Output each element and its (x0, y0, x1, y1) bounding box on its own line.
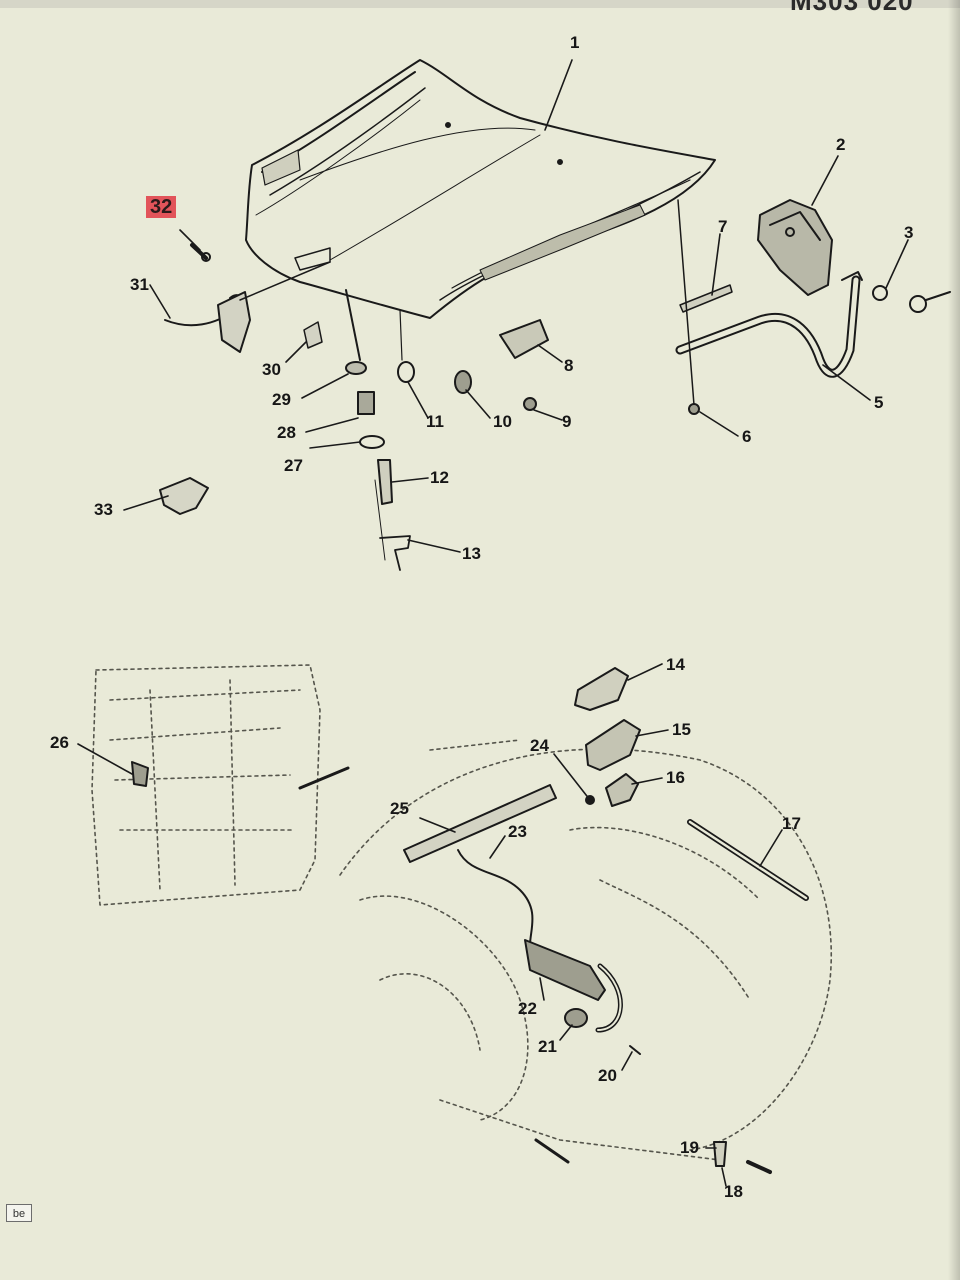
callout-9: 9 (562, 412, 572, 431)
callout-13: 13 (462, 544, 481, 563)
callout-1: 1 (570, 33, 580, 52)
callout-12: 12 (430, 468, 449, 487)
engine-compartment-sketch (91, 664, 832, 1161)
callout-15: 15 (672, 720, 691, 739)
callout-27: 27 (284, 456, 303, 475)
callout-29: 29 (272, 390, 291, 409)
callout-24: 24 (530, 736, 549, 755)
callout-6: 6 (742, 427, 752, 446)
callout-28: 28 (277, 423, 296, 442)
callout-2: 2 (836, 135, 846, 154)
callout-25: 25 (390, 799, 409, 818)
callout-21: 21 (538, 1037, 557, 1056)
callout-18: 18 (724, 1182, 743, 1201)
callout-33: 33 (94, 500, 113, 519)
callout-10: 10 (493, 412, 512, 431)
callout-3: 3 (904, 223, 914, 242)
callout-8: 8 (564, 356, 574, 375)
top-edge (0, 0, 960, 8)
callout-14: 14 (666, 655, 685, 674)
callout-30: 30 (262, 360, 281, 379)
callout-5: 5 (874, 393, 884, 412)
callout-16: 16 (666, 768, 685, 787)
callout-23: 23 (508, 822, 527, 841)
callout-31: 31 (130, 275, 149, 294)
callout-20: 20 (598, 1066, 617, 1085)
callout-22: 22 (518, 999, 537, 1018)
hood-panel (245, 59, 716, 319)
callout-17: 17 (782, 814, 801, 833)
callout-11: 11 (426, 412, 444, 431)
support-rod (675, 271, 863, 378)
callout-19: 19 (680, 1138, 699, 1157)
callout-7: 7 (718, 217, 728, 236)
diagram-code: M303 020 (790, 0, 914, 16)
corner-button[interactable]: be (6, 1204, 32, 1222)
hood-hinge (757, 199, 833, 296)
screen-edge-shadow (948, 0, 960, 1280)
callout-26: 26 (50, 733, 69, 752)
callout-32-highlighted: 32 (146, 196, 177, 218)
